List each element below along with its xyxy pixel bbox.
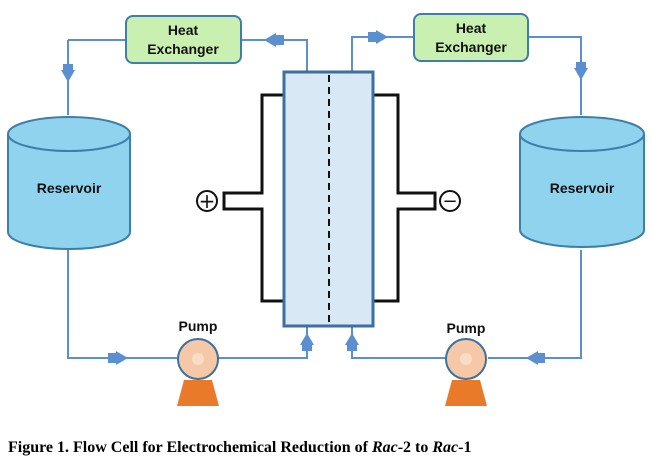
minus-symbol: − xyxy=(442,191,457,212)
heat-exchanger-right-line1: Heat xyxy=(456,20,487,36)
caption-mid: -2 to xyxy=(397,439,433,456)
reservoir-left: Reservoir xyxy=(7,116,131,250)
reservoir-right-label: Reservoir xyxy=(550,180,615,196)
heat-exchanger-left: Heat Exchanger xyxy=(125,15,242,64)
plus-symbol: + xyxy=(199,189,216,213)
pump-left: Pump xyxy=(177,318,219,406)
figure-caption: Figure 1. Flow Cell for Electrochemical … xyxy=(8,439,471,457)
caption-term1: Rac xyxy=(371,439,398,456)
heat-exchanger-right: Heat Exchanger xyxy=(413,13,529,62)
arrow-left-up xyxy=(300,333,314,345)
caption-term2: Rac xyxy=(432,439,459,456)
electrochemical-cell xyxy=(282,70,375,328)
cathode-electrode xyxy=(373,93,437,303)
heat-exchanger-left-line1: Heat xyxy=(168,22,199,38)
arrow-right-top xyxy=(376,30,388,44)
pump-right: Pump xyxy=(445,320,487,406)
anode-terminal: + xyxy=(196,189,218,213)
reservoir-left-label: Reservoir xyxy=(37,180,102,196)
caption-prefix: Figure 1. Flow Cell for Electrochemical … xyxy=(8,439,372,456)
arrow-right-down xyxy=(574,68,588,80)
cathode-terminal: − xyxy=(439,190,461,212)
anode-electrode xyxy=(222,93,285,303)
flow-arrows xyxy=(61,30,588,365)
caption-suffix: -1 xyxy=(458,439,472,456)
arrow-left-down xyxy=(61,70,75,82)
pump-right-label: Pump xyxy=(447,320,486,336)
arrow-right-bottom xyxy=(526,351,538,365)
arrow-left-bottom xyxy=(116,351,128,365)
reservoir-right: Reservoir xyxy=(519,116,645,248)
heat-exchanger-left-line2: Exchanger xyxy=(147,41,219,57)
heat-exchanger-right-line2: Exchanger xyxy=(435,39,507,55)
arrow-right-up xyxy=(345,333,359,345)
arrow-left-top xyxy=(264,33,276,47)
pump-left-label: Pump xyxy=(179,318,218,334)
